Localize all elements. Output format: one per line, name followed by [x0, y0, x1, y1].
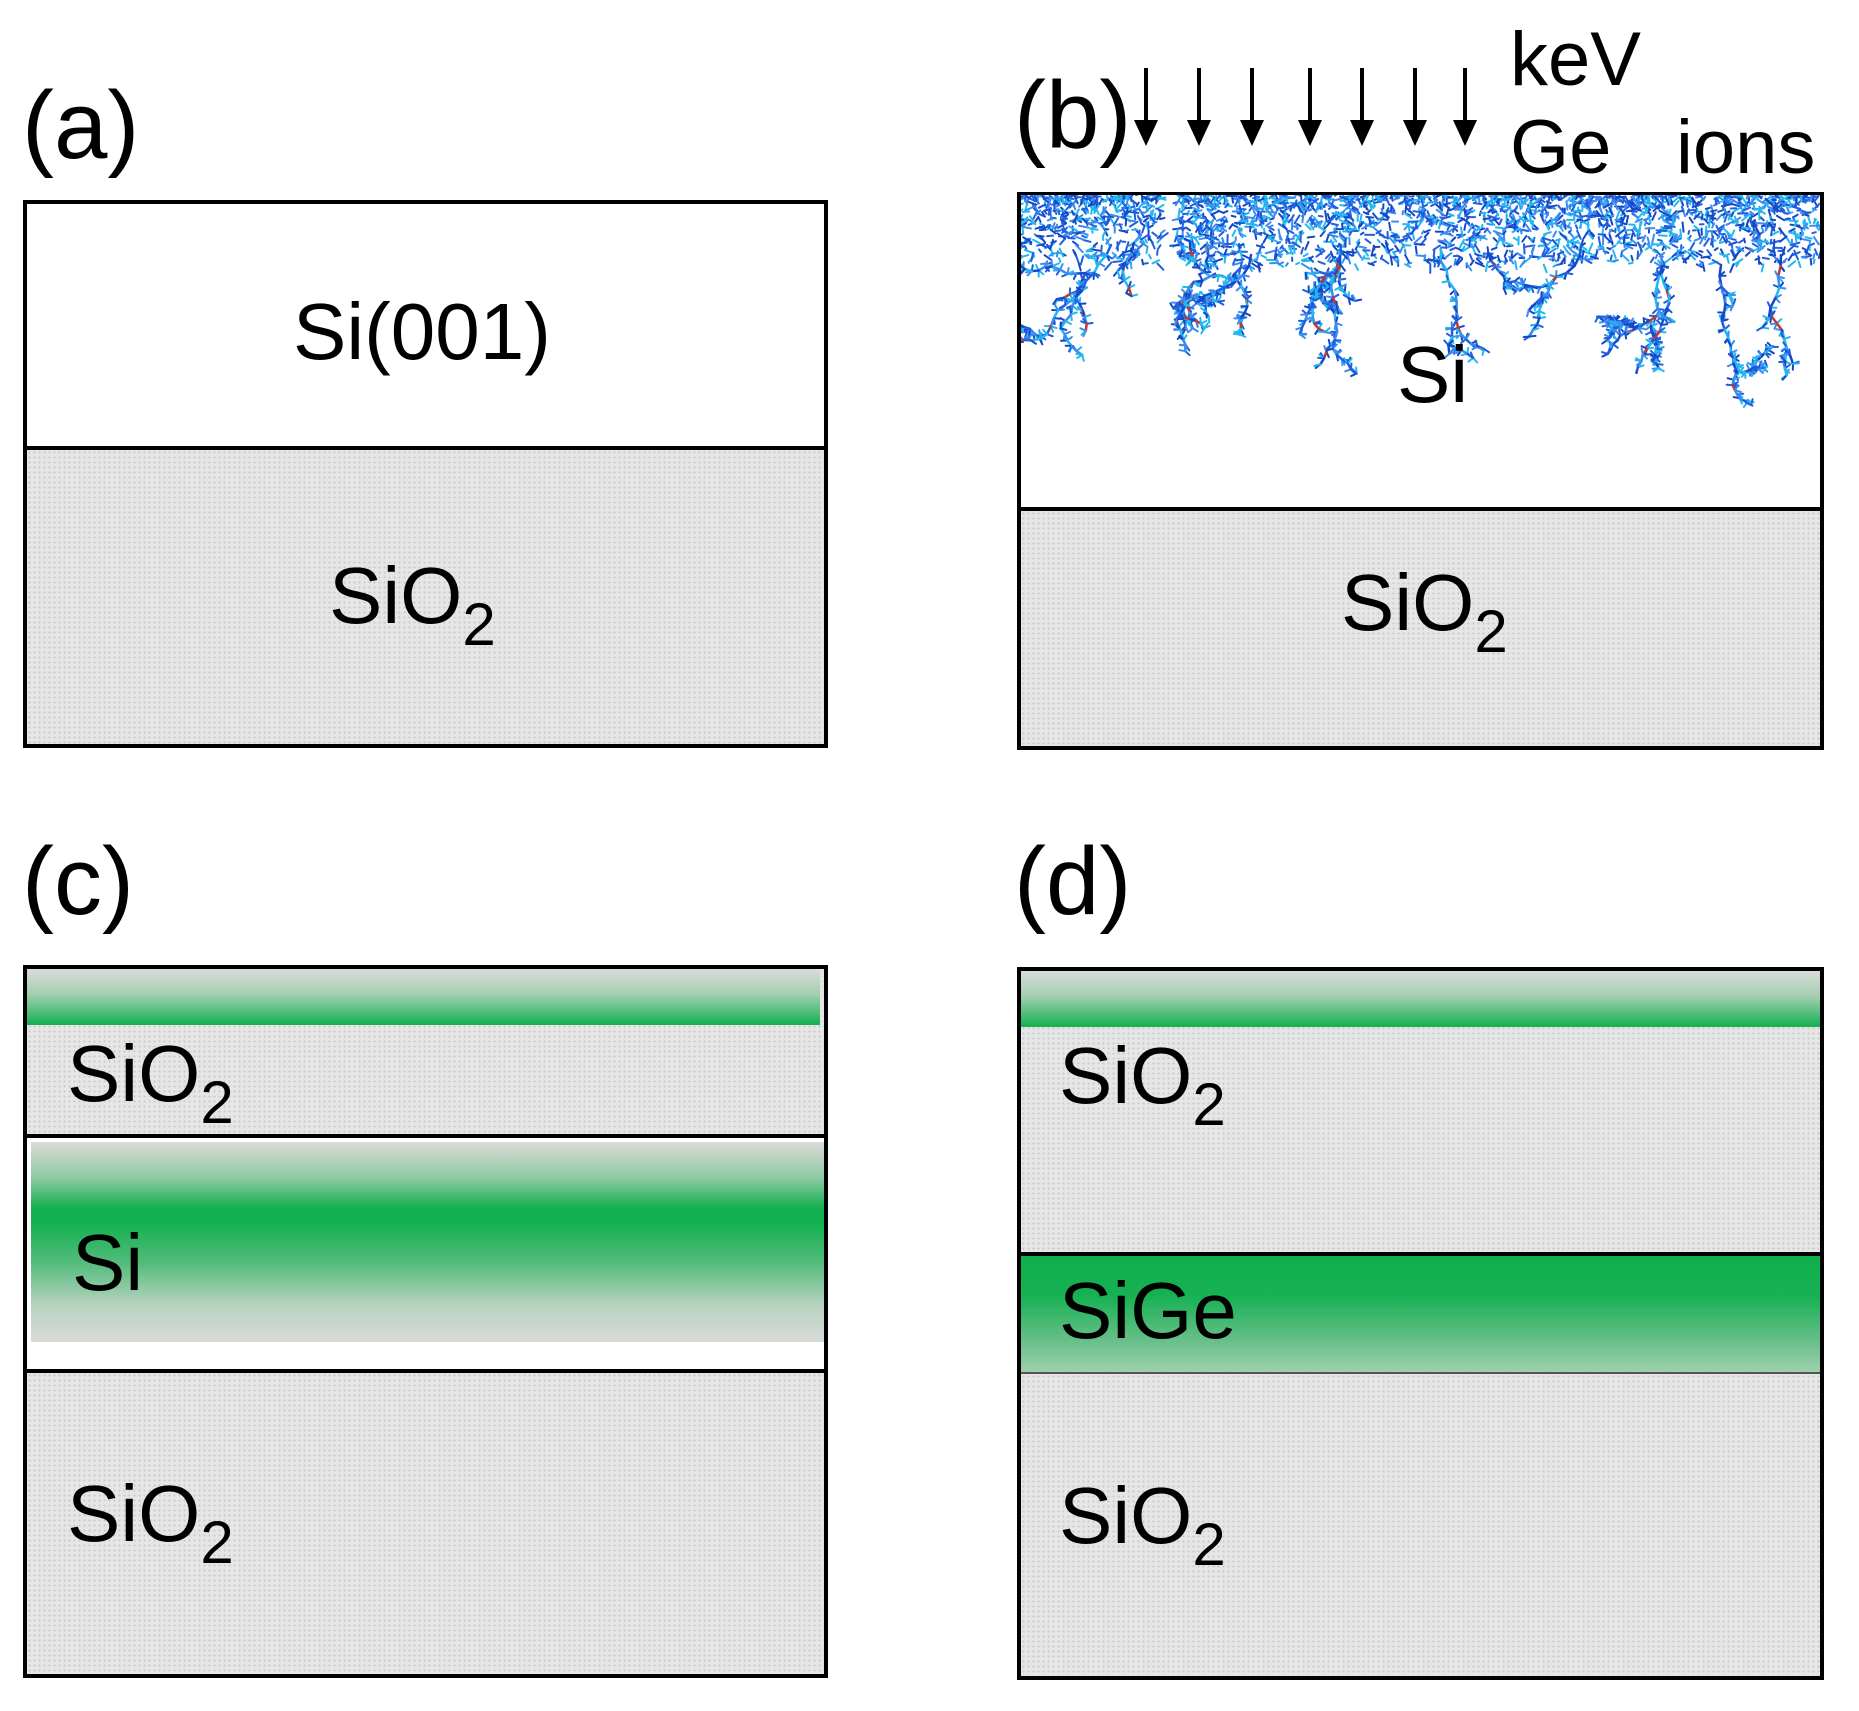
panel-b-label: (b): [1014, 62, 1132, 169]
ion-species-label: Ge: [1510, 105, 1612, 190]
panel-d-bottom-oxide: [1021, 1372, 1820, 1676]
panel-d-sige-layer: [1021, 1252, 1820, 1372]
panel-c-si-label: Si: [72, 1218, 144, 1307]
panel-c-label: (c): [22, 828, 134, 935]
down-arrow-icon: [1350, 68, 1374, 146]
panel-c-bottom-oxide-label: SiO2: [67, 1469, 234, 1576]
panel-d-surface-ge-layer: [1021, 971, 1820, 1027]
panel-c-ge-enriched-band: [31, 1142, 824, 1342]
panel-c-surface-ge-layer: [27, 969, 820, 1025]
panel-c-top-oxide-label: SiO2: [67, 1029, 234, 1136]
down-arrow-icon: [1240, 68, 1264, 146]
panel-b-stack: Si SiO2: [1017, 192, 1824, 750]
panel-c-bottom-oxide: [27, 1369, 824, 1674]
panel-a-si-label: Si(001): [293, 287, 551, 376]
down-arrow-icon: [1403, 68, 1427, 146]
ions-label: ions: [1676, 105, 1816, 190]
panel-a-oxide-label: SiO2: [329, 551, 496, 658]
down-arrow-icon: [1187, 68, 1211, 146]
down-arrow-icon: [1453, 68, 1477, 146]
panel-b-oxide-layer: [1021, 507, 1820, 746]
panel-d-sige-label: SiGe: [1059, 1266, 1237, 1355]
ion-damage-cascade: [1021, 195, 1820, 408]
panel-d-stack: SiO2 SiGe SiO2: [1017, 967, 1824, 1680]
panel-a-label: (a): [22, 72, 140, 179]
down-arrow-icon: [1298, 68, 1322, 146]
panel-a-si-layer: [27, 204, 824, 446]
panel-b-si-label: Si: [1397, 330, 1469, 419]
panel-d-label: (d): [1014, 828, 1132, 935]
panel-c-stack: SiO2 Si SiO2: [23, 965, 828, 1678]
panel-d-bottom-oxide-label: SiO2: [1059, 1471, 1226, 1578]
down-arrow-icon: [1134, 68, 1158, 146]
ion-energy-label: keV: [1510, 17, 1641, 102]
panel-b-oxide-label: SiO2: [1341, 558, 1508, 665]
panel-a-oxide-layer: [27, 446, 824, 744]
panel-d-top-oxide-label: SiO2: [1059, 1031, 1226, 1138]
panel-a-stack: Si(001) SiO2: [23, 200, 828, 748]
